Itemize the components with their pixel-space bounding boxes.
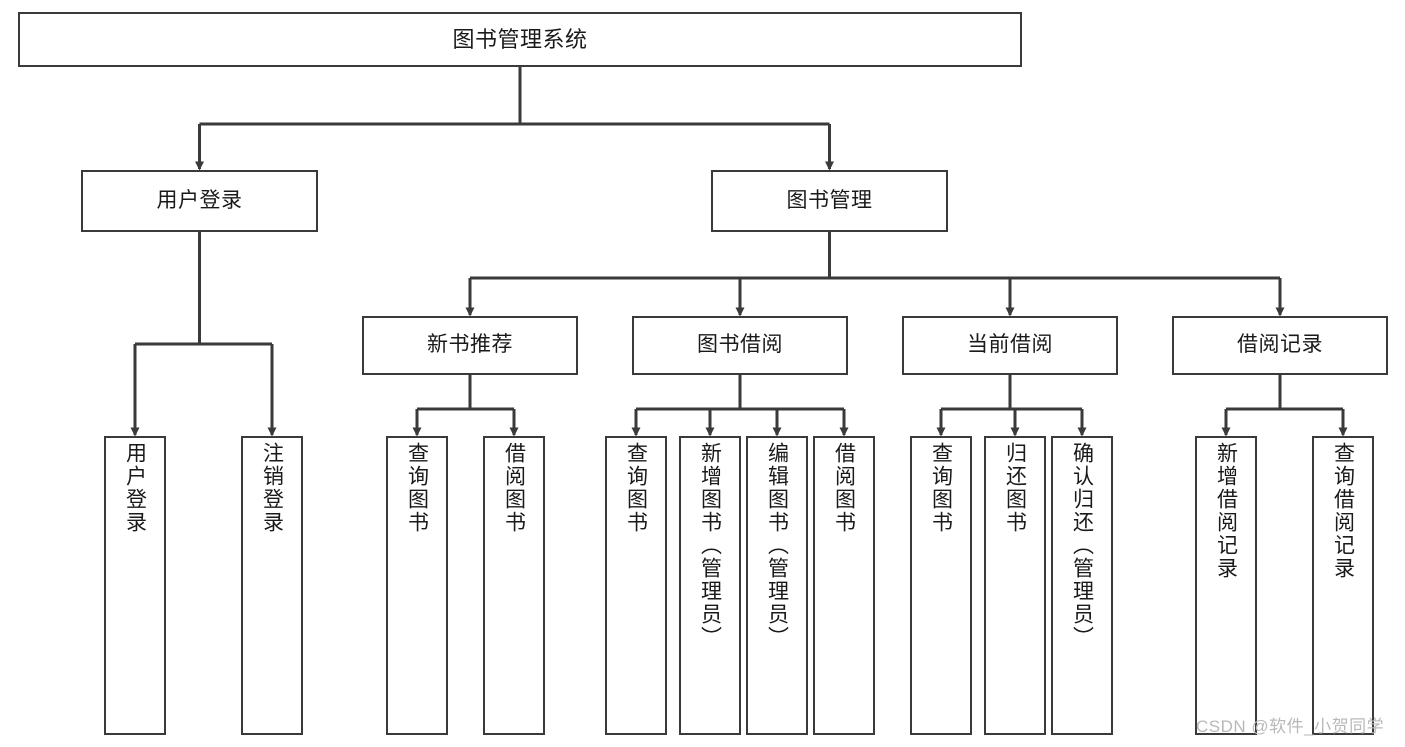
node-label: 用户登录	[123, 442, 147, 534]
node-label: 注销登录	[260, 442, 284, 534]
node-label: 用户登录	[156, 188, 243, 212]
node-leaf-cb-confirm[interactable]: 确认归还（管理员）	[1051, 436, 1113, 735]
node-leaf-br-add[interactable]: 新增借阅记录	[1195, 436, 1257, 735]
node-user-login[interactable]: 用户登录	[81, 170, 318, 232]
node-label: 查询图书	[929, 442, 953, 534]
node-leaf-bb-edit[interactable]: 编辑图书（管理员）	[746, 436, 808, 735]
node-label: 当前借阅	[967, 333, 1053, 357]
node-leaf-bb-borrow[interactable]: 借阅图书	[813, 436, 875, 735]
node-new-book-rec[interactable]: 新书推荐	[362, 316, 578, 375]
node-label: 查询图书	[405, 442, 429, 534]
node-root[interactable]: 图书管理系统	[18, 12, 1022, 67]
node-leaf-user-login[interactable]: 用户登录	[104, 436, 166, 735]
node-label: 图书管理系统	[452, 26, 588, 52]
node-label: 归还图书	[1003, 442, 1027, 534]
node-leaf-rec-borrow[interactable]: 借阅图书	[483, 436, 545, 735]
node-label: 新书推荐	[427, 333, 513, 357]
node-leaf-br-query[interactable]: 查询借阅记录	[1312, 436, 1374, 735]
node-book-borrow[interactable]: 图书借阅	[632, 316, 848, 375]
node-leaf-rec-query[interactable]: 查询图书	[386, 436, 448, 735]
node-label: 借阅图书	[502, 442, 526, 534]
node-label: 查询借阅记录	[1331, 442, 1355, 580]
node-label: 查询图书	[624, 442, 648, 534]
node-label: 借阅记录	[1237, 333, 1323, 357]
node-label: 图书管理	[786, 188, 873, 212]
node-label: 新增图书（管理员）	[698, 442, 722, 649]
node-label: 图书借阅	[697, 333, 783, 357]
node-leaf-bb-add[interactable]: 新增图书（管理员）	[679, 436, 741, 735]
node-leaf-user-logout[interactable]: 注销登录	[241, 436, 303, 735]
node-borrow-record[interactable]: 借阅记录	[1172, 316, 1388, 375]
csdn-watermark: CSDN @软件_小贺同学	[1196, 717, 1385, 736]
node-label: 新增借阅记录	[1214, 442, 1238, 580]
node-leaf-cb-return[interactable]: 归还图书	[984, 436, 1046, 735]
node-leaf-cb-query[interactable]: 查询图书	[910, 436, 972, 735]
node-leaf-bb-query[interactable]: 查询图书	[605, 436, 667, 735]
node-label: 借阅图书	[832, 442, 856, 534]
edge-paths	[130, 67, 1348, 437]
node-book-manage[interactable]: 图书管理	[711, 170, 948, 232]
node-label: 确认归还（管理员）	[1070, 442, 1094, 649]
node-current-borrow[interactable]: 当前借阅	[902, 316, 1118, 375]
node-label: 编辑图书（管理员）	[765, 442, 789, 649]
